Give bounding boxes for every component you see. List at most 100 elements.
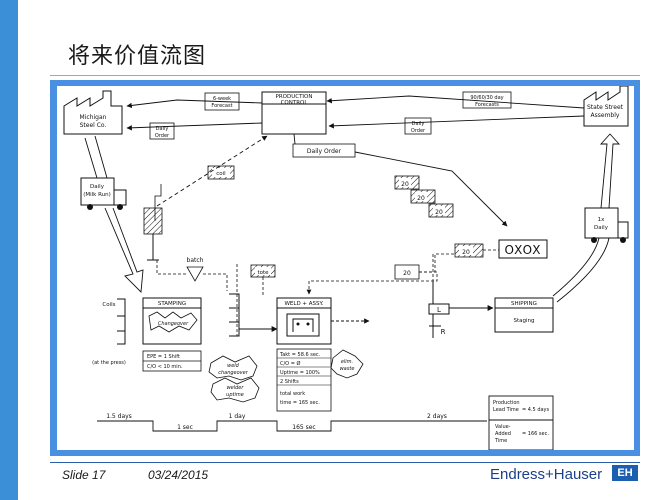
weld-data-takt: Takt = 58.6 sec. <box>279 352 321 358</box>
weld-data-total-work: total work <box>280 391 305 397</box>
supermarket-stamping <box>229 293 278 337</box>
weld-data-box: Takt = 58.6 sec. C/O = Ø Uptime = 100% 2… <box>276 348 332 412</box>
lane-r-text: R <box>441 328 446 336</box>
va-time-label-1: Value- <box>495 424 511 430</box>
timeline-time-2: 165 sec <box>292 424 315 431</box>
material-flow-arrows <box>84 133 621 303</box>
coil-kanban-text: coil <box>216 171 226 177</box>
slide-number: Slide 17 <box>62 468 106 482</box>
weld-data-shifts: 2 Shifts <box>280 379 299 385</box>
kaizen-welder-line1: welder <box>227 385 245 391</box>
daily-order-customer-line2: Order <box>411 128 426 134</box>
lead-time-label-1: Production <box>493 400 520 406</box>
kanban-20-e: 20 <box>403 270 411 277</box>
stamping-data-line1: EPE = 1 Shift <box>147 354 180 360</box>
supplier-factory: Michigan Steel Co. <box>63 90 123 135</box>
kaizen-weld-line1: weld <box>227 363 240 369</box>
customer-factory: State Street Assembly <box>583 86 629 127</box>
timeline-day-2: 1 day <box>229 413 246 420</box>
daily-order-supplier-label: Daily Order <box>149 122 175 140</box>
weld-title: WELD + ASSY. <box>284 301 323 307</box>
production-control-line2: CONTROL <box>281 100 309 106</box>
lead-time-value: = 4.5 days <box>522 407 550 413</box>
customer-name-line1: State Street <box>587 104 624 111</box>
changeover-text: Changeover <box>158 321 189 327</box>
timeline-day-1: 1.5 days <box>106 413 132 420</box>
milk-run-line2: (Milk Run) <box>83 192 111 198</box>
kaizen-waste-line1: elim. <box>341 359 353 365</box>
forecast-supplier-line1: 6-week <box>213 96 231 102</box>
timeline-day-3: 2 days <box>427 413 447 420</box>
weld-data-total-time: time = 165 sec. <box>280 400 320 406</box>
stamping-data-line2: C/O < 10 min. <box>147 364 183 370</box>
weld-data-uptime: Uptime = 100% <box>280 370 320 376</box>
milk-run-truck: Daily (Milk Run) <box>80 177 127 210</box>
shipping-title: SHIPPING <box>511 301 537 307</box>
kanban-20-b: 20 <box>417 195 425 202</box>
shipping-lanes: L R <box>428 254 494 338</box>
daily-order-center-text: Daily Order <box>307 148 342 155</box>
va-time-label-2: Added <box>495 431 511 437</box>
brand-name: Endress+Hauser <box>490 466 603 483</box>
stamping-title: STAMPING <box>158 301 186 307</box>
weld-data-co: C/O = Ø <box>280 360 300 367</box>
kaizen-weld-changeover: weld changeover <box>208 355 258 381</box>
forecast-customer-line1: 90/60/30 day <box>470 95 503 101</box>
daily-order-customer-label: Daily Order <box>404 117 432 135</box>
stamping-data-box: EPE = 1 Shift C/O < 10 min. <box>142 350 202 372</box>
footer-divider <box>50 462 640 463</box>
kanban-stack: 20 20 20 20 20 <box>394 175 484 280</box>
left-accent-bar <box>0 0 18 500</box>
weld-assembly-process: WELD + ASSY. <box>276 297 370 345</box>
load-leveling-box: OXOX <box>306 239 548 295</box>
kaizen-eliminate-waste: elim. waste <box>330 349 364 379</box>
timeline-time-1: 1 sec <box>177 424 193 431</box>
slide-date: 03/24/2015 <box>148 468 209 482</box>
tote-kanban: tote <box>236 264 276 336</box>
va-time-value: = 166 sec. <box>522 431 549 437</box>
lead-time-summary: Production Lead Time = 4.5 days Value- A… <box>488 395 554 450</box>
batch-signal: batch <box>156 257 228 291</box>
slide-title: 将来价值流图 <box>68 44 207 69</box>
customer-shipment-line2: Daily <box>594 225 609 231</box>
production-control-line1: PRODUCTION <box>276 94 313 100</box>
kanban-20-c: 20 <box>435 209 443 216</box>
daily-order-supplier-line1: Daily <box>156 126 169 132</box>
kaizen-waste-line2: waste <box>340 366 355 372</box>
forecast-customer-line2: Forecasts <box>475 102 499 108</box>
tote-text: tote <box>257 270 269 276</box>
value-stream-map: Michigan Steel Co. State Street Assembly… <box>63 86 629 450</box>
customer-shipment-line1: 1x <box>598 217 605 223</box>
daily-order-center-label: Daily Order <box>292 143 356 158</box>
at-press-text: (at the press) <box>92 360 126 366</box>
title-divider <box>50 75 640 76</box>
staging-text: Staging <box>513 318 534 324</box>
oxox-text: OXOX <box>504 243 541 257</box>
brand-logo-icon: EH <box>612 465 638 481</box>
kanban-20-a: 20 <box>401 181 409 188</box>
info-flow-lines <box>126 95 585 227</box>
forecast-supplier-line2: Forecast <box>211 103 232 109</box>
lane-l-text: L <box>437 306 441 314</box>
va-time-label-3: Time <box>494 438 507 444</box>
coil-kanban-signal: coil <box>143 135 268 261</box>
supplier-name-line2: Steel Co. <box>80 122 107 129</box>
production-control-box: PRODUCTION CONTROL <box>261 91 327 135</box>
customer-name-line2: Assembly <box>591 112 620 119</box>
shipping-process: SHIPPING Staging <box>494 297 554 333</box>
milk-run-line1: Daily <box>90 184 105 190</box>
daily-order-supplier-line2: Order <box>155 133 170 139</box>
timeline <box>97 420 487 432</box>
customer-shipment-truck: 1x Daily <box>584 207 629 243</box>
timeline-labels: 1.5 days 1 day 2 days 1 sec 165 sec <box>106 413 447 431</box>
forecast-customer-label: 90/60/30 day Forecasts <box>462 91 512 109</box>
kaizen-welder-line2: uptime <box>226 392 244 398</box>
kaizen-welder-uptime: welder uptime <box>210 377 260 403</box>
stamping-process: STAMPING Changeover <box>142 297 202 345</box>
coils-text: Coils <box>102 302 115 308</box>
lead-time-label-2: Lead Time <box>493 407 519 413</box>
batch-text: batch <box>187 257 204 264</box>
coils-inventory: Coils (at the press) <box>92 298 126 366</box>
kaizen-weld-line2: changeover <box>218 370 248 376</box>
kanban-20-d: 20 <box>462 249 470 256</box>
